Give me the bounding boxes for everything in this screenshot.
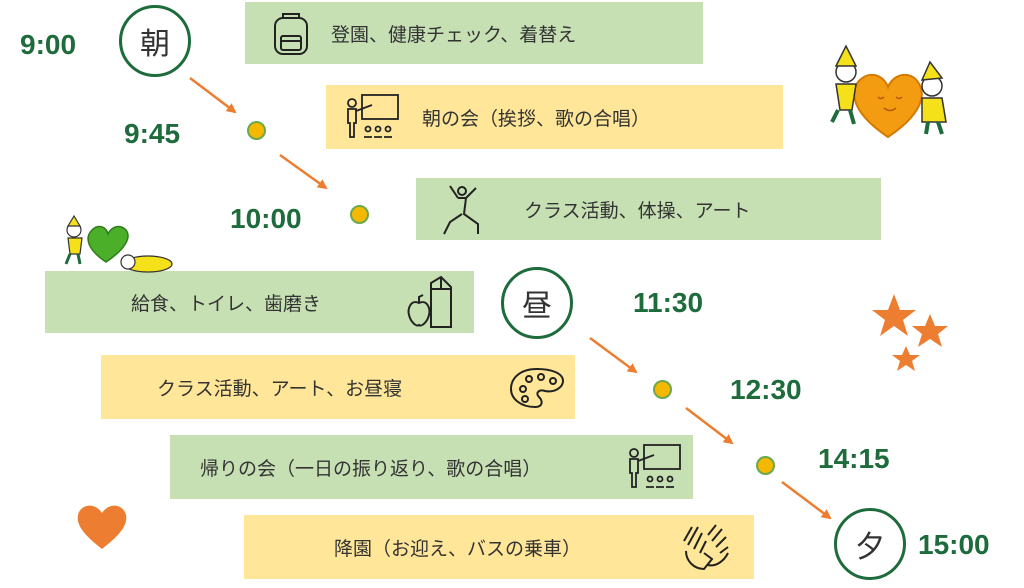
arrow-3 — [589, 336, 638, 374]
time-label: 14:15 — [818, 443, 890, 474]
activity-box: 給食、トイレ、歯磨き — [45, 271, 474, 333]
time-label: 9:00 — [20, 29, 77, 60]
heart-icon — [77, 505, 127, 549]
activity-text: クラス活動、体操、アート — [524, 199, 751, 222]
activity-box: 登園、健康チェック、着替え — [245, 2, 703, 64]
activity-text: 帰りの会（一日の振り返り、歌の合唱） — [200, 457, 542, 480]
exercise-person-icon — [443, 185, 479, 235]
time-label: 12:30 — [730, 374, 802, 405]
activity-box: クラス活動、アート、お昼寝 — [101, 355, 575, 419]
period-morning: 朝 — [119, 5, 191, 77]
arrow-5 — [781, 481, 832, 520]
teacher-board-icon — [347, 94, 399, 138]
paint-palette-icon — [509, 367, 565, 409]
activity-text: 給食、トイレ、歯磨き — [131, 292, 322, 315]
time-label: 15:00 — [918, 529, 990, 560]
arrow-2 — [279, 153, 328, 190]
teacher-board-icon — [629, 444, 681, 488]
timeline-dot — [350, 205, 369, 224]
time-label: 10:00 — [230, 203, 302, 234]
kids-heart-illustration — [64, 214, 173, 273]
activity-text: 朝の会（挨拶、歌の合唱） — [422, 107, 651, 130]
timeline-dot — [653, 380, 672, 399]
activity-text: 降園（お迎え、バスの乗車） — [334, 537, 582, 560]
arrow-4 — [685, 407, 734, 445]
activity-box: 降園（お迎え、バスの乗車） — [244, 515, 754, 579]
period-noon: 昼 — [501, 267, 573, 339]
time-label: 11:30 — [633, 287, 704, 318]
backpack-icon — [274, 13, 308, 55]
lunch-bag-apple-icon — [407, 275, 452, 328]
kids-heart-illustration — [830, 44, 947, 139]
period-evening: 夕 — [834, 508, 906, 580]
activity-box: 帰りの会（一日の振り返り、歌の合唱） — [170, 435, 693, 499]
timeline-dot — [247, 121, 266, 140]
activity-box: 朝の会（挨拶、歌の合唱） — [326, 85, 783, 149]
arrow-1 — [189, 77, 237, 114]
time-label: 9:45 — [124, 118, 181, 149]
activity-box: クラス活動、体操、アート — [416, 178, 881, 240]
stars-decoration — [872, 294, 948, 371]
timeline-dot — [756, 456, 775, 475]
activity-text: 登園、健康チェック、着替え — [331, 23, 577, 46]
activity-text: クラス活動、アート、お昼寝 — [157, 377, 403, 400]
waving-hands-icon — [683, 524, 729, 571]
